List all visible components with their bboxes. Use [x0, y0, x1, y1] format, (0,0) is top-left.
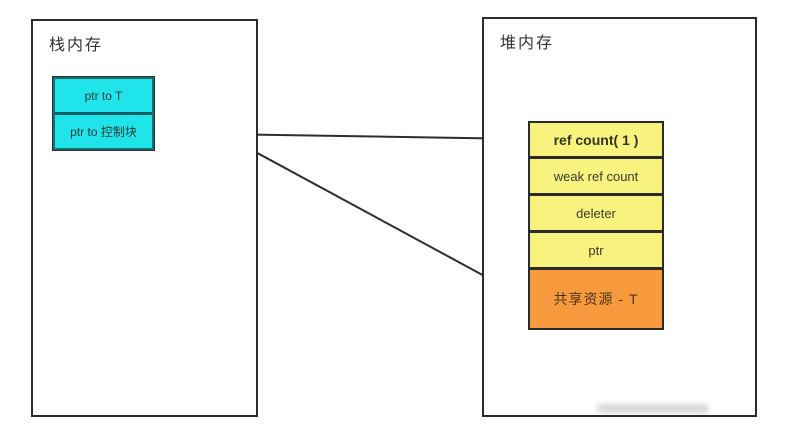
ptr-to-t-cell: ptr to T	[55, 79, 152, 115]
stack-memory-title: 栈内存	[49, 37, 104, 54]
watermark-smudge	[597, 404, 709, 413]
control-block-stack: ref count( 1 ) weak ref count deleter pt…	[528, 121, 664, 330]
shared-ptr-object: ptr to T ptr to 控制块	[52, 76, 155, 151]
ptr-cell: ptr	[530, 233, 662, 270]
heap-memory-title: 堆内存	[500, 35, 555, 52]
deleter-cell: deleter	[530, 196, 662, 233]
weak-ref-count-cell: weak ref count	[530, 159, 662, 196]
heap-memory-box: 堆内存 ref count( 1 ) weak ref count delete…	[482, 17, 757, 417]
stack-memory-box: 栈内存 ptr to T ptr to 控制块	[31, 19, 258, 417]
ptr-to-control-block-cell: ptr to 控制块	[55, 115, 152, 148]
ref-count-cell: ref count( 1 )	[530, 123, 662, 159]
shared-resource-cell: 共享资源 - T	[530, 270, 662, 328]
